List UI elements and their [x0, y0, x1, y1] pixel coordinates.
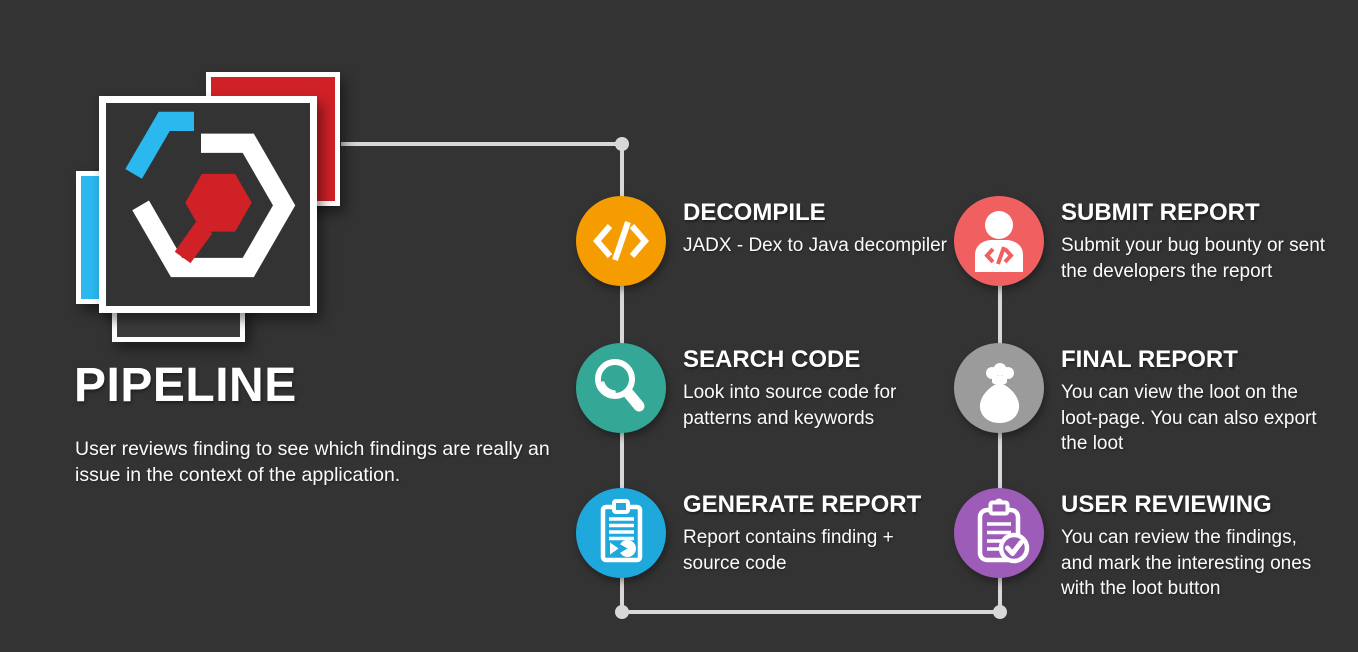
logo-hexagon-icon: [125, 111, 296, 278]
step-title: FINAL REPORT: [1061, 346, 1238, 373]
step-description: You can view the loot on the loot-page. …: [1061, 382, 1317, 454]
step-description: You can review the findings, and mark th…: [1061, 527, 1312, 599]
step-title: USER REVIEWING: [1061, 491, 1272, 518]
connector-dot: [993, 605, 1007, 619]
step-submit-report: SUBMIT REPORT Submit your bug bounty or …: [954, 196, 1358, 321]
page-description: User reviews finding to see which findin…: [75, 438, 550, 486]
report-icon: [600, 499, 643, 563]
person-icon: [975, 211, 1023, 272]
step-search-code: SEARCH CODE Look into source code for pa…: [576, 343, 986, 468]
step-final-report: FINAL REPORT You can view the loot on th…: [954, 343, 1358, 468]
step-description: Look into source code for patterns and k…: [683, 382, 897, 429]
search-icon: [595, 359, 645, 412]
step-title: DECOMPILE: [683, 199, 826, 226]
moneybag-icon-circle: [954, 343, 1044, 433]
step-title: SUBMIT REPORT: [1061, 199, 1260, 226]
connector-dot: [615, 137, 629, 151]
step-user-reviewing: USER REVIEWING You can review the findin…: [954, 488, 1358, 613]
clipboard-check-icon: [977, 498, 1030, 564]
logo-main-square: [99, 96, 317, 313]
step-description: JADX - Dex to Java decompiler: [683, 235, 947, 256]
connector-dot: [615, 605, 629, 619]
decompile-icon-circle: [576, 196, 666, 286]
person-icon-circle: [954, 196, 1044, 286]
step-decompile: DECOMPILE JADX - Dex to Java decompiler: [576, 196, 986, 321]
step-title: SEARCH CODE: [683, 346, 861, 373]
report-icon-circle: [576, 488, 666, 578]
code-icon: [593, 221, 649, 261]
step-generate-report: GENERATE REPORT Report contains finding …: [576, 488, 986, 613]
clipboard-check-icon-circle: [954, 488, 1044, 578]
step-title: GENERATE REPORT: [683, 491, 922, 518]
page-title: PIPELINE: [74, 359, 297, 412]
moneybag-icon: [979, 363, 1020, 423]
search-icon-circle: [576, 343, 666, 433]
step-description: Submit your bug bounty or sent the devel…: [1061, 235, 1326, 282]
step-description: Report contains finding + source code: [683, 527, 894, 574]
